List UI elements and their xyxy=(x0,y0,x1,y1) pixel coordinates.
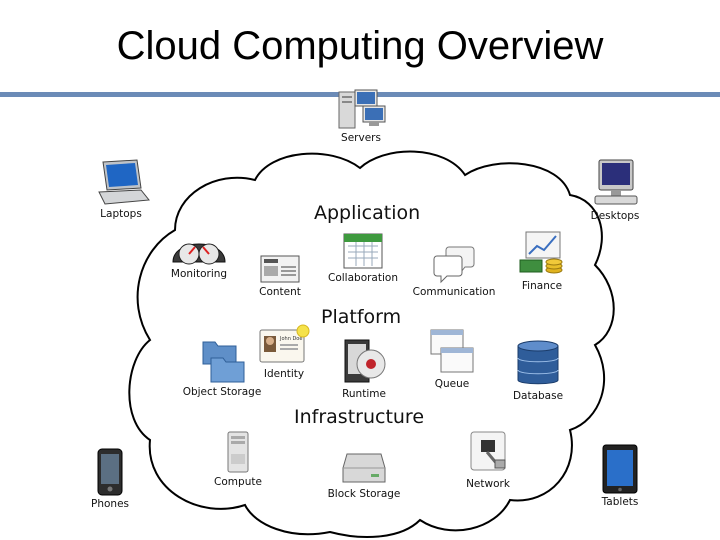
service-database[interactable]: Database xyxy=(508,338,568,402)
network-jack-icon xyxy=(470,431,506,471)
content-label: Content xyxy=(259,286,301,298)
device-laptops[interactable]: Laptops xyxy=(86,158,156,220)
network-label: Network xyxy=(466,478,510,490)
servers-label: Servers xyxy=(341,132,381,144)
device-servers[interactable]: Servers xyxy=(326,88,396,144)
service-monitoring[interactable]: Monitoring xyxy=(164,228,234,280)
disk-drive-icon xyxy=(342,453,386,483)
object-storage-label: Object Storage xyxy=(182,386,262,398)
database-icon xyxy=(517,340,559,385)
service-runtime[interactable]: Runtime xyxy=(334,336,394,400)
layer-platform-label: Platform xyxy=(321,306,402,328)
layer-infrastructure-label: Infrastructure xyxy=(294,406,425,428)
finance-label: Finance xyxy=(521,280,563,292)
news-icon xyxy=(260,255,300,283)
chat-bubbles-icon xyxy=(433,246,475,284)
service-identity[interactable]: John Doe Identity xyxy=(254,322,314,380)
laptop-icon xyxy=(98,159,150,205)
service-queue[interactable]: Queue xyxy=(422,328,482,390)
service-content[interactable]: Content xyxy=(250,254,310,298)
finance-chart-icon xyxy=(519,231,563,274)
service-block-storage[interactable]: Block Storage xyxy=(326,448,402,500)
phone-icon xyxy=(97,448,123,496)
device-phones[interactable]: Phones xyxy=(84,448,136,510)
database-label: Database xyxy=(512,390,564,402)
device-desktops[interactable]: Desktops xyxy=(580,158,650,222)
collaboration-label: Collaboration xyxy=(328,272,398,284)
block-storage-label: Block Storage xyxy=(327,488,401,500)
service-compute[interactable]: Compute xyxy=(208,430,268,488)
service-finance[interactable]: Finance xyxy=(512,230,572,292)
identity-label: Identity xyxy=(263,368,305,380)
runtime-box-icon xyxy=(344,339,386,383)
gauge-icon xyxy=(172,243,226,265)
device-tablets[interactable]: Tablets xyxy=(592,444,648,508)
service-communication[interactable]: Communication xyxy=(412,244,496,298)
tablet-icon xyxy=(602,444,638,494)
laptops-label: Laptops xyxy=(100,208,142,220)
communication-label: Communication xyxy=(412,286,496,298)
servers-icon xyxy=(338,89,386,129)
compute-label: Compute xyxy=(214,476,262,488)
page-title: Cloud Computing Overview xyxy=(116,24,604,68)
layer-application-label: Application xyxy=(314,202,421,224)
id-card-icon: John Doe xyxy=(259,324,310,363)
folders-icon xyxy=(202,341,245,383)
service-network[interactable]: Network xyxy=(458,430,518,490)
service-collaboration[interactable]: Collaboration xyxy=(328,230,398,284)
tablets-label: Tablets xyxy=(601,496,639,508)
runtime-label: Runtime xyxy=(342,388,386,400)
service-object-storage[interactable]: Object Storage xyxy=(180,338,264,398)
desktop-icon xyxy=(594,159,638,205)
id-card-name: John Doe xyxy=(279,336,302,342)
phones-label: Phones xyxy=(91,498,129,510)
tower-server-icon xyxy=(227,431,249,473)
desktops-label: Desktops xyxy=(590,210,640,222)
windows-queue-icon xyxy=(430,329,474,373)
monitoring-label: Monitoring xyxy=(170,268,228,280)
queue-label: Queue xyxy=(434,378,470,390)
calendar-icon xyxy=(343,233,383,269)
